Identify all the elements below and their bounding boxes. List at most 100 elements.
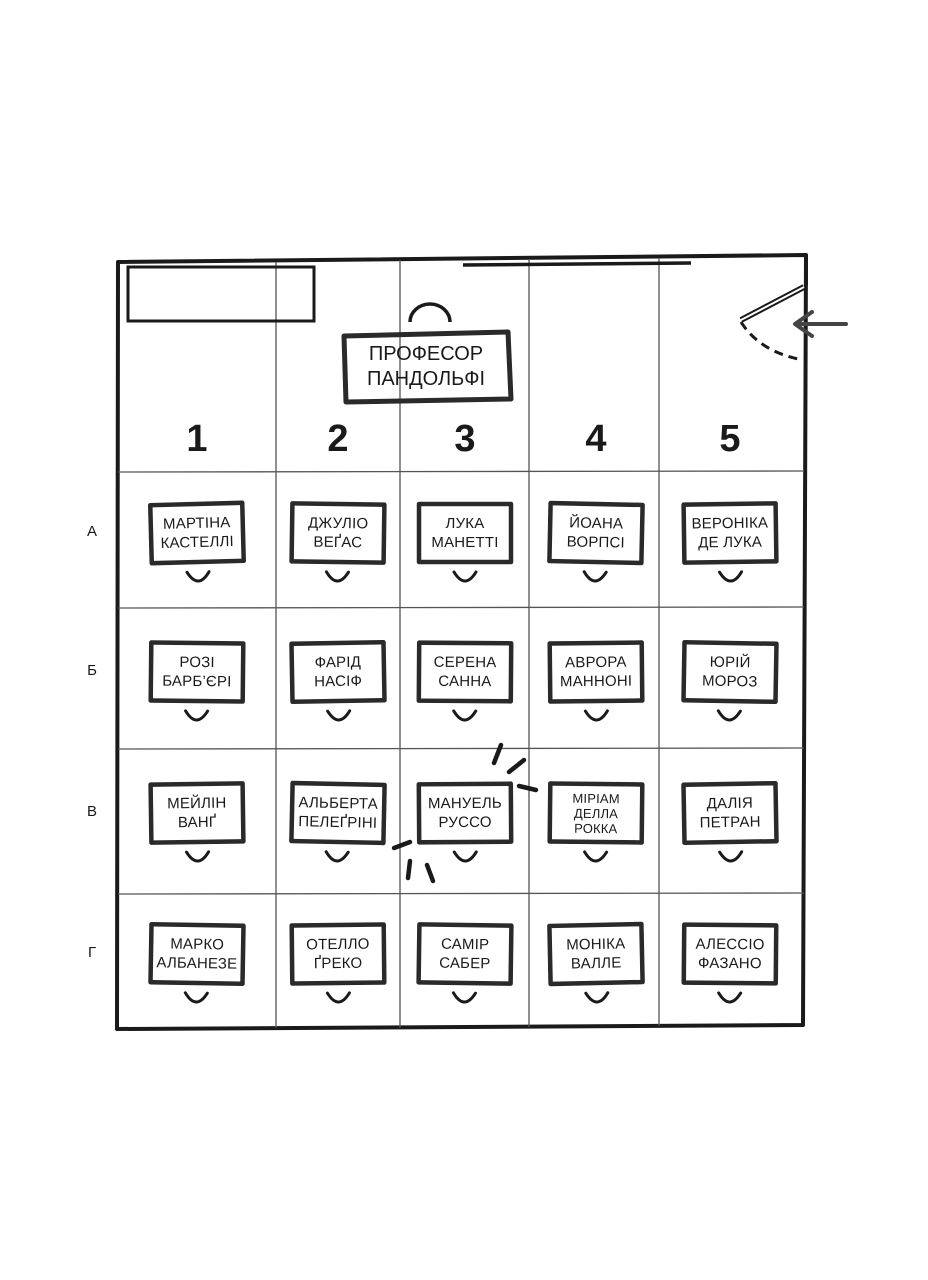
desk-box	[289, 780, 387, 846]
desk-1-1	[148, 500, 246, 583]
student-name-line2: ВАЛЛЕ	[570, 954, 622, 973]
desk-2-5	[681, 639, 779, 722]
chair-icon	[324, 850, 350, 863]
column-number-4: 4	[585, 418, 607, 460]
desk-box	[416, 922, 514, 986]
student-name-line2: КАСТЕЛЛІ	[160, 533, 235, 552]
student-name-line2: ВОРПСІ	[566, 533, 626, 552]
student-name-line2: ФАЗАНО	[698, 954, 762, 973]
desk-4-4	[547, 921, 645, 1004]
student-name-line2: МАНЕТТІ	[431, 534, 499, 551]
student-name-line1: ВЕРОНІКА	[691, 514, 769, 533]
chair-icon	[452, 570, 478, 583]
student-name-line1: МЕЙЛІН	[167, 794, 227, 813]
student-name-line1: МОНІКА	[566, 935, 626, 954]
student-name-line1: ДЖУЛІО	[307, 514, 369, 533]
student-name-line1: ЛУКА	[445, 515, 485, 532]
student-name-line3: РОККА	[574, 820, 618, 836]
desk-1-3	[416, 501, 514, 583]
student-name-line2: БАРБ’ЄРІ	[162, 672, 232, 691]
desk-box	[547, 921, 645, 987]
desk-2-4	[547, 640, 645, 722]
chair-icon	[451, 991, 477, 1004]
desk-box	[547, 640, 645, 704]
student-name-line2: АЛБАНЕЗЕ	[156, 954, 238, 973]
chair-icon	[718, 850, 744, 863]
room-walls	[115, 253, 808, 1031]
chair-icon	[326, 709, 352, 722]
chair-icon	[717, 991, 743, 1004]
desk-box	[289, 501, 387, 565]
desk-box	[681, 922, 779, 986]
student-name-line2: ҐРЕКО	[313, 954, 363, 973]
door-swing-arc	[739, 321, 804, 362]
desk-3-2	[289, 780, 387, 863]
student-name-line2: МОРОЗ	[701, 672, 758, 691]
desk-box	[547, 500, 645, 566]
teacher-chair-icon	[408, 302, 452, 323]
desk-box	[681, 780, 779, 846]
student-name-line1: ЮРІЙ	[709, 653, 751, 672]
student-name-line2: ВЕҐАС	[313, 533, 363, 552]
desk-1-2	[289, 501, 387, 583]
noise-marks	[391, 742, 539, 884]
teacher-name-line2: ПАНДОЛЬФІ	[366, 368, 486, 390]
chair-icon	[185, 850, 211, 863]
desk-box	[681, 501, 779, 565]
student-name-line2: МАННОНІ	[559, 672, 633, 691]
chair-icon	[452, 850, 478, 863]
grid-line	[117, 747, 805, 750]
student-name-line2: ПЕЛЕҐРІНІ	[298, 813, 378, 832]
student-name-line2: САБЕР	[439, 954, 491, 973]
chair-icon	[452, 709, 478, 722]
student-name-line1: ОТЕЛЛО	[306, 935, 370, 954]
desk-box	[148, 781, 246, 845]
chair-icon	[718, 570, 744, 583]
desk-3-3	[416, 781, 514, 863]
desk-box	[681, 639, 779, 705]
row-letter-4: Г	[87, 944, 97, 961]
student-name: ЛУКА МАНЕТТІ	[419, 504, 511, 562]
student-name-line1: МАРКО	[170, 935, 225, 954]
desk-box	[148, 640, 246, 704]
student-name-line2: РУССО	[438, 813, 492, 832]
student-name-line2: ДЕЛЛА	[573, 805, 619, 821]
blackboard	[126, 265, 316, 323]
chair-icon	[584, 991, 610, 1004]
column-number-3: 3	[454, 418, 476, 460]
chair-icon	[325, 991, 351, 1004]
desk-box	[148, 500, 246, 566]
student-name-line1: САМІР	[440, 935, 490, 954]
chair-icon	[183, 991, 209, 1004]
student-name-line2: ПЕТРАН	[699, 813, 761, 832]
student-name-line1: ДАЛІЯ	[706, 794, 754, 813]
student-name-line2: САННА	[438, 672, 492, 691]
entrance-arrow-icon	[793, 310, 848, 338]
desk-4-5	[681, 922, 779, 1004]
student-name-line1: АВРОРА	[565, 653, 627, 672]
student-name-line1: МІРІАМ	[572, 790, 620, 806]
desk-box	[416, 640, 514, 704]
chair-icon	[583, 709, 609, 722]
student-name-line1: ФАРІД	[314, 653, 362, 672]
chair-icon	[185, 570, 211, 583]
column-number-2: 2	[327, 418, 349, 460]
teacher-name-line1: ПРОФЕСОР	[368, 343, 484, 365]
desk-box	[289, 922, 387, 986]
